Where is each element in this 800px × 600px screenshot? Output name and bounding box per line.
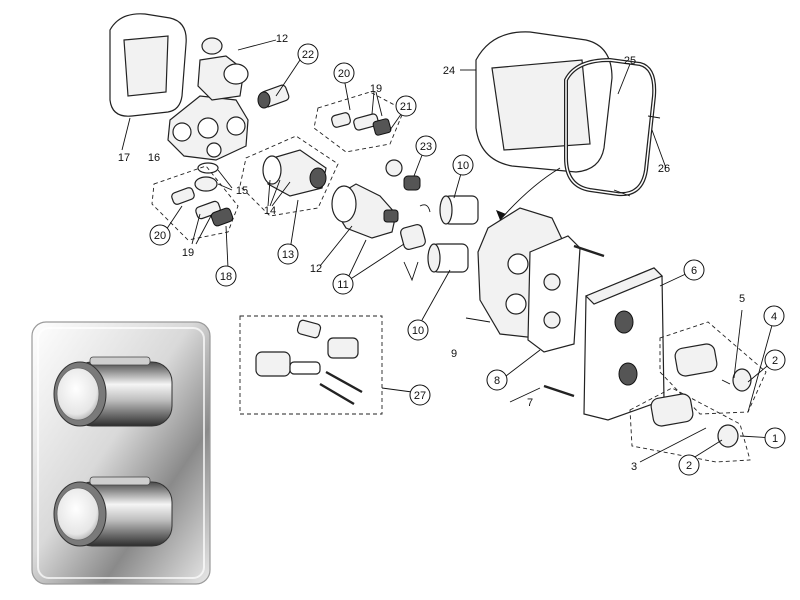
callout-12-upper: 12 xyxy=(276,33,288,45)
part-25-gasket xyxy=(564,57,657,197)
svg-text:19: 19 xyxy=(370,83,382,95)
part-17-mounting-bracket xyxy=(109,13,187,151)
callout-9: 9 xyxy=(451,348,457,360)
callout-24: 24 xyxy=(443,65,455,77)
svg-text:23: 23 xyxy=(420,141,432,153)
callout-2-lower: 2 xyxy=(678,454,700,476)
upper-knob xyxy=(53,356,173,427)
callout-7: 7 xyxy=(527,397,533,409)
svg-text:1: 1 xyxy=(772,433,778,445)
callout-3: 3 xyxy=(631,461,637,473)
svg-text:10: 10 xyxy=(457,160,469,172)
svg-text:19: 19 xyxy=(182,247,194,259)
callout-19-upper: 19 xyxy=(370,83,382,95)
callout-22: 22 xyxy=(297,43,319,65)
svg-text:12: 12 xyxy=(310,263,322,275)
part-11-clip-set xyxy=(400,204,431,282)
part-13-flow-cartridge xyxy=(239,135,339,217)
callout-6: 6 xyxy=(683,259,705,281)
part-22-insert xyxy=(257,84,290,109)
callout-19-lower: 19 xyxy=(182,247,194,259)
svg-text:2: 2 xyxy=(772,355,778,367)
callout-26: 26 xyxy=(658,163,670,175)
part-21-check-valve-set xyxy=(313,91,405,153)
callout-1: 1 xyxy=(764,427,786,449)
part-23-adapter xyxy=(385,159,421,191)
svg-text:10: 10 xyxy=(412,325,424,337)
part-24-installation-box xyxy=(460,31,613,173)
callout-11: 11 xyxy=(332,273,354,295)
svg-text:14: 14 xyxy=(264,205,276,217)
part-10-extension-sleeve-lower xyxy=(427,243,469,273)
callout-2-upper: 2 xyxy=(764,349,786,371)
part-10-extension-sleeve-upper xyxy=(439,195,479,225)
callout-17: 17 xyxy=(118,152,130,164)
svg-text:6: 6 xyxy=(691,265,697,277)
callout-12-lower: 12 xyxy=(310,263,322,275)
callout-21: 21 xyxy=(395,95,417,117)
callout-15: 15 xyxy=(236,185,248,197)
part-15-seal xyxy=(194,162,233,192)
svg-text:26: 26 xyxy=(658,163,670,175)
svg-text:18: 18 xyxy=(220,271,232,283)
leader-lines xyxy=(165,39,775,463)
svg-text:20: 20 xyxy=(154,230,166,242)
svg-text:22: 22 xyxy=(302,49,314,61)
callout-20-upper: 20 xyxy=(333,62,355,84)
lower-knob xyxy=(53,476,173,547)
svg-text:9: 9 xyxy=(451,348,457,360)
svg-text:13: 13 xyxy=(282,249,294,261)
svg-text:25: 25 xyxy=(624,55,636,67)
callout-10-upper: 10 xyxy=(452,154,474,176)
assembly-arrowhead xyxy=(496,210,506,220)
svg-text:2: 2 xyxy=(686,460,692,472)
part-1-lower-knob-assembly xyxy=(629,387,751,463)
callout-14: 14 xyxy=(264,205,276,217)
part-26-screws xyxy=(613,115,661,197)
callout-25: 25 xyxy=(624,55,636,67)
svg-text:4: 4 xyxy=(771,311,777,323)
svg-text:11: 11 xyxy=(337,279,348,291)
callout-20-lower: 20 xyxy=(149,224,171,246)
callout-4: 4 xyxy=(763,305,785,327)
svg-text:12: 12 xyxy=(276,33,288,45)
part-27-service-kit xyxy=(239,315,383,415)
part-7-screws xyxy=(543,244,605,398)
callout-13: 13 xyxy=(277,243,299,265)
svg-text:5: 5 xyxy=(739,293,745,305)
callout-5: 5 xyxy=(739,293,745,305)
svg-text:27: 27 xyxy=(414,390,426,402)
product-photo xyxy=(31,321,211,585)
callout-27: 27 xyxy=(409,384,431,406)
svg-text:21: 21 xyxy=(400,101,412,113)
callout-10-lower: 10 xyxy=(407,319,429,341)
svg-text:16: 16 xyxy=(148,152,160,164)
svg-text:17: 17 xyxy=(118,152,130,164)
part-6-cover-plate xyxy=(583,267,665,421)
part-16-valve-body xyxy=(167,37,249,161)
callout-18: 18 xyxy=(215,265,237,287)
part-4-upper-knob-assembly xyxy=(659,321,767,415)
svg-text:7: 7 xyxy=(527,397,533,409)
callout-23: 23 xyxy=(415,135,437,157)
svg-text:3: 3 xyxy=(631,461,637,473)
svg-text:24: 24 xyxy=(443,65,455,77)
part-18-check-valve-set xyxy=(151,165,239,241)
callout-8: 8 xyxy=(486,369,508,391)
svg-text:8: 8 xyxy=(494,375,500,387)
part-8-frame xyxy=(527,235,581,353)
callout-16: 16 xyxy=(148,152,160,164)
part-12-thermostatic-cartridge xyxy=(331,183,399,239)
svg-text:20: 20 xyxy=(338,68,350,80)
svg-text:15: 15 xyxy=(236,185,248,197)
